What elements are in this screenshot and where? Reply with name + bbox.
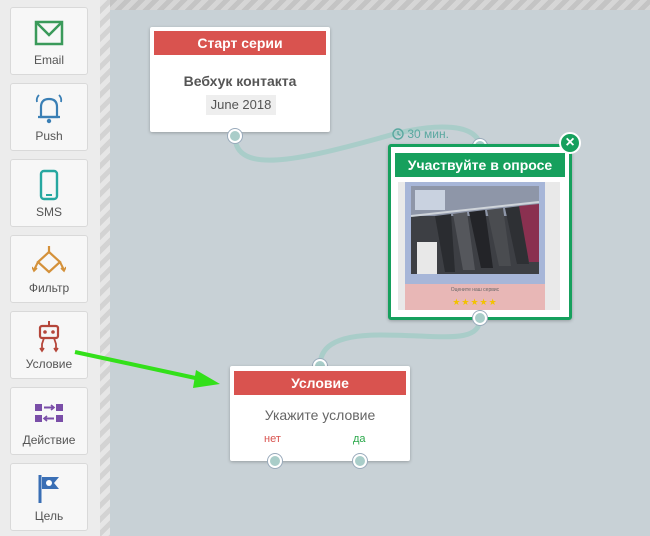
tool-goal-label: Цель [34, 509, 64, 523]
tool-condition[interactable]: Условие [10, 311, 88, 379]
condition-node-title: Укажите условие [264, 407, 376, 423]
start-output-port[interactable] [228, 129, 242, 143]
flag-icon [38, 475, 59, 503]
canvas-top-strip [110, 0, 650, 10]
condition-yes-label: да [353, 433, 366, 445]
email-icon [34, 20, 64, 46]
action-icon [35, 404, 63, 422]
rating-stars: ★★★★★ [452, 297, 498, 307]
connector-survey-to-condition [317, 315, 483, 369]
tool-goal[interactable]: Цель [10, 463, 88, 531]
preview-text: Оцените наш сервис [450, 287, 500, 293]
start-node-title: Вебхук контакта [183, 73, 297, 89]
condition-node[interactable]: Условие Укажите условие нет да [230, 366, 410, 461]
phone-icon [39, 169, 59, 201]
start-node[interactable]: Старт серии Вебхук контакта June 2018 [150, 27, 330, 132]
delay-text: 30 мин. [407, 127, 449, 141]
tool-email-label: Email [33, 53, 64, 67]
sidebar-divider [100, 0, 110, 536]
filter-icon [32, 246, 66, 274]
email-preview: Оцените наш сервис ★★★★★ [398, 182, 560, 310]
condition-yes-port[interactable] [353, 454, 367, 468]
tool-push[interactable]: Push [10, 83, 88, 151]
tool-sms[interactable]: SMS [10, 159, 88, 227]
start-node-header: Старт серии [154, 31, 326, 55]
preview-footer: Оцените наш сервис ★★★★★ [405, 284, 545, 310]
clothing-rack-image [410, 186, 540, 274]
survey-output-port[interactable] [473, 311, 487, 325]
delay-label: 30 мин. [392, 127, 449, 141]
condition-node-header: Условие [234, 371, 406, 395]
tool-push-label: Push [35, 129, 63, 143]
start-node-date: June 2018 [206, 95, 276, 115]
close-icon[interactable]: × [559, 132, 581, 154]
clock-icon [392, 128, 404, 140]
condition-icon [38, 321, 60, 353]
condition-no-port[interactable] [268, 454, 282, 468]
connector-start-to-survey [232, 124, 483, 163]
tool-action-label: Действие [22, 433, 76, 447]
survey-node[interactable]: Участвуйте в опросе Оцените наш сервис ★… [388, 144, 572, 320]
tool-filter-label: Фильтр [28, 281, 70, 295]
preview-photo-frame [405, 182, 545, 284]
condition-no-label: нет [264, 433, 281, 445]
tool-condition-label: Условие [25, 357, 73, 371]
tool-action[interactable]: Действие [10, 387, 88, 455]
tool-email[interactable]: Email [10, 7, 88, 75]
tool-sms-label: SMS [35, 205, 62, 219]
tool-filter[interactable]: Фильтр [10, 235, 88, 303]
survey-node-header: Участвуйте в опросе [395, 153, 565, 177]
tool-sidebar: Email Push SMS Фильтр [0, 0, 100, 536]
bell-icon [35, 94, 63, 124]
